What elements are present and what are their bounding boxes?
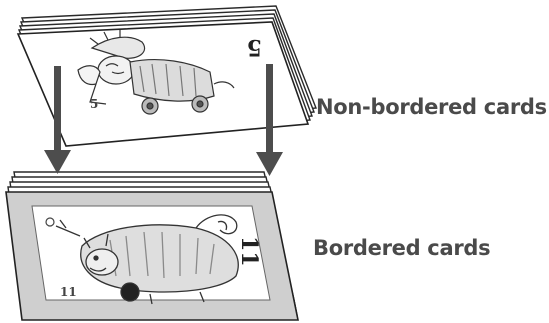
- bottom-card-value: 11: [236, 236, 262, 267]
- bottom-card-value-small: 11: [60, 285, 77, 299]
- label-bordered-cards: Bordered cards: [313, 236, 491, 260]
- left-down-arrow: [44, 66, 71, 174]
- right-down-arrow: [256, 64, 283, 176]
- label-non-bordered-cards: Non-bordered cards: [316, 95, 547, 119]
- top-card-value-small: 5: [90, 97, 98, 111]
- corner-pip-icon: [45, 217, 55, 227]
- top-deck: 5 5: [16, 5, 317, 147]
- top-card-value: 5: [247, 34, 262, 60]
- cart-character-icon: [77, 30, 235, 115]
- arrows: [44, 64, 283, 176]
- bottom-deck: 11 11: [5, 171, 299, 321]
- cat-illustration-icon: [55, 214, 239, 305]
